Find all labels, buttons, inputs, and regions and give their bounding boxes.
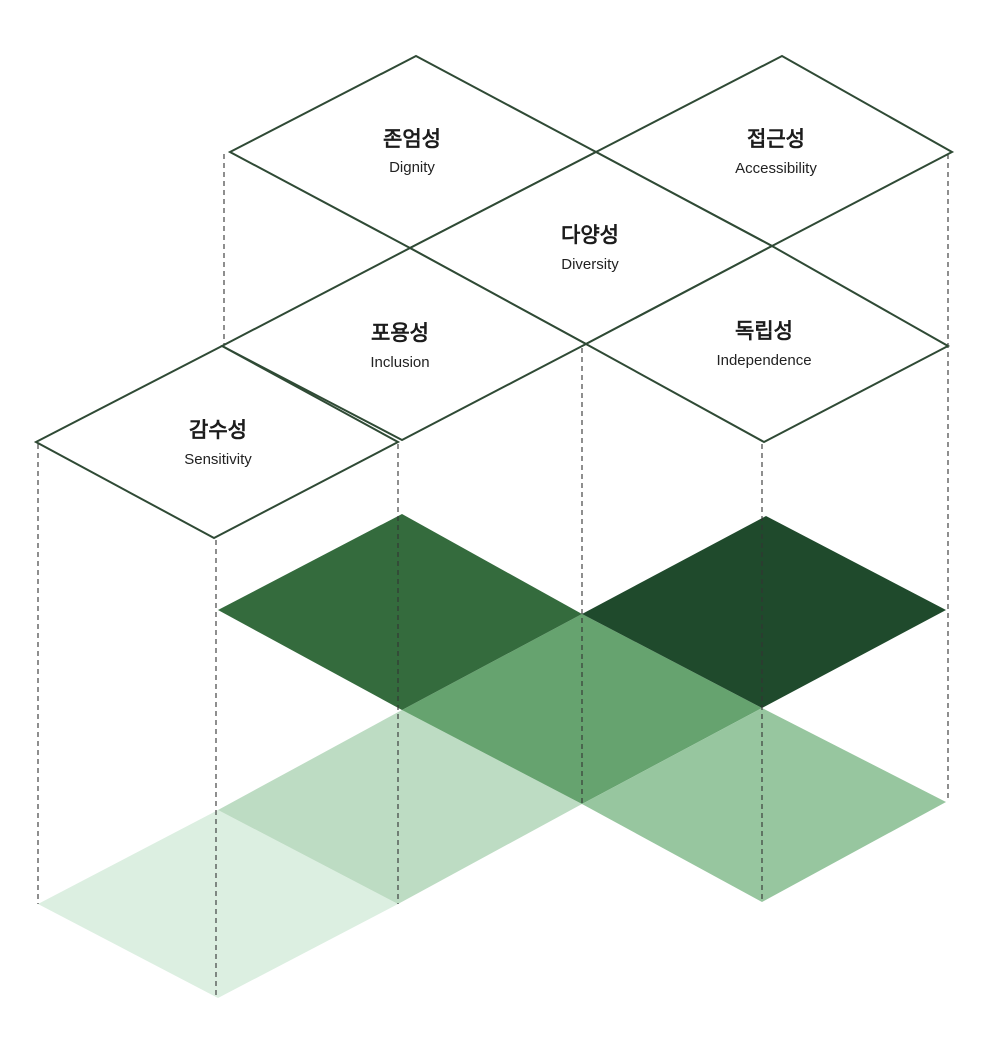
label-independence-korean: 독립성: [735, 319, 793, 343]
label-diversity-english: Diversity: [561, 256, 619, 273]
shadow-tile-accessibility: [582, 516, 946, 708]
label-inclusion-english: Inclusion: [370, 354, 429, 371]
shadow-layer: [38, 514, 946, 998]
tile-independence: [583, 244, 951, 444]
label-dignity-korean: 존엄성: [383, 127, 441, 151]
shadow-tile-dignity: [218, 514, 582, 710]
outline-layer: [33, 54, 955, 540]
label-accessibility-korean: 접근성: [747, 127, 805, 151]
label-diversity-korean: 다양성: [561, 223, 619, 247]
label-sensitivity-korean: 감수성: [189, 418, 247, 442]
label-inclusion-korean: 포용성: [371, 321, 429, 345]
label-dignity-english: Dignity: [389, 159, 435, 176]
tile-labels: 존엄성 Dignity 접근성 Accessibility 다양성 Divers…: [184, 127, 817, 468]
dashed-guides: [37, 154, 949, 998]
shadow-tile-inclusion: [218, 710, 582, 904]
label-sensitivity-english: Sensitivity: [184, 451, 252, 468]
label-independence-english: Independence: [716, 352, 811, 369]
shadow-tile-independence: [582, 708, 946, 902]
label-accessibility-english: Accessibility: [735, 160, 817, 177]
tile-sensitivity: [33, 344, 401, 540]
